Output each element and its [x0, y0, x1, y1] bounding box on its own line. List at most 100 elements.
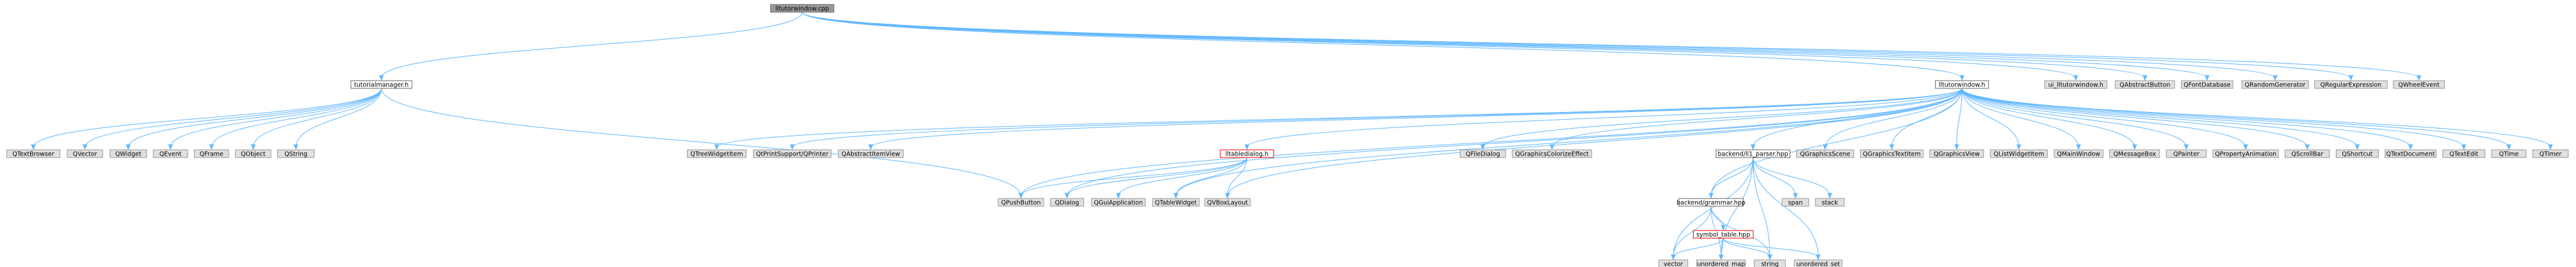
edge-ll1-parser-hpp-to-grammar-hpp	[1708, 157, 1754, 199]
node-qfontdatabase: QFontDatabase	[2181, 80, 2233, 89]
node-label: QTimer	[2540, 151, 2562, 158]
edge-lltutorwindow-h-to-qpainter	[1961, 88, 2189, 150]
node-label: QTextEdit	[2449, 151, 2478, 158]
node-label: string	[1761, 261, 1778, 267]
node-ui-lltutorwindow-h: ui_lltutorwindow.h	[2044, 80, 2107, 89]
node-qevent: QEvent	[152, 149, 188, 158]
node-label: QMainWindow	[2057, 151, 2100, 158]
node-label: ui_lltutorwindow.h	[2048, 82, 2103, 89]
node-grammar-hpp[interactable]: backend/grammar.hpp	[1676, 198, 1746, 207]
edge-symbol-table-hpp-to-vector	[1671, 238, 1724, 261]
edge-lltutorwindow-h-to-qdialog	[1064, 88, 1963, 199]
edge-lltutorwindow-h-to-qgraphicsscene	[1822, 88, 1963, 150]
node-qdialog: QDialog	[1049, 198, 1084, 207]
node-label: QTextDocument	[2386, 151, 2435, 158]
node-qwidget: QWidget	[109, 149, 147, 158]
node-label: QTableWidget	[1155, 200, 1197, 207]
nodes-layer: lltutorwindow.cpp tutorialmanager.h lltuto…	[6, 4, 2569, 267]
edge-symbol-table-hpp-to-unordered-map	[1719, 238, 1724, 261]
node-label: QMessageBox	[2113, 151, 2156, 158]
edge-ll1-parser-hpp-to-span	[1753, 157, 1798, 199]
node-label: QString	[284, 151, 307, 158]
edge-lltutorwindow-h-to-lltabledialog-h	[1244, 88, 1963, 150]
node-qstring: QString	[277, 149, 315, 158]
node-label: vector	[1664, 261, 1683, 267]
node-qtimer: QTimer	[2532, 149, 2569, 158]
edge-lltutorwindow-cpp-to-tutorialmanager-h	[378, 12, 803, 81]
node-label: QPushButton	[1001, 200, 1041, 207]
node-qtprintsupport-qprinter: QtPrintSupport/QPrinter	[753, 149, 832, 158]
node-label: QGraphicsTextItem	[1863, 151, 1920, 158]
node-lltutorwindow-h[interactable]: lltutorwindow.h	[1934, 80, 1989, 89]
node-label: tutorialmanager.h	[354, 82, 409, 89]
edge-lltutorwindow-h-to-qgraphicstextitem	[1889, 88, 1963, 150]
node-label: QVector	[73, 151, 97, 158]
node-label: QFrame	[200, 151, 223, 158]
node-lltabledialog-h[interactable]: lltabledialog.h	[1220, 149, 1274, 158]
node-label: unordered_map	[1697, 261, 1745, 267]
node-ll1-parser-hpp[interactable]: backend/ll1_parser.hpp	[1715, 149, 1790, 158]
edge-tutorialmanager-h-to-qstring	[293, 88, 382, 150]
node-label: QObject	[241, 151, 266, 158]
edge-lltutorwindow-h-to-qshortcut	[1961, 88, 2360, 150]
edge-lltutorwindow-cpp-to-qabstractbutton	[802, 12, 2148, 81]
edge-lltutorwindow-h-to-qgraphicsview	[1954, 88, 1963, 150]
edge-lltabledialog-h-to-qtablewidget	[1173, 157, 1247, 199]
edge-lltutorwindow-h-to-qtprintsupport-qprinter	[790, 88, 1963, 150]
node-qmainwindow: QMainWindow	[2054, 149, 2103, 158]
edge-lltutorwindow-h-to-qvboxlayout	[1225, 88, 1963, 199]
node-symbol-table-hpp[interactable]: symbol_table.hpp	[1692, 230, 1754, 239]
node-qpainter: QPainter	[2166, 149, 2207, 158]
node-label: QGuiApplication	[1094, 200, 1143, 207]
node-qpushbutton: QPushButton	[998, 198, 1044, 207]
edges-layer	[31, 12, 2553, 261]
edge-lltabledialog-h-to-qpushbutton	[1018, 157, 1247, 199]
node-qmessagebox: QMessageBox	[2109, 149, 2160, 158]
node-qgraphicsview: QGraphicsView	[1929, 149, 1984, 158]
node-qabstractbutton: QAbstractButton	[2114, 80, 2175, 89]
edge-lltutorwindow-cpp-to-qfontdatabase	[802, 12, 2210, 81]
node-label: lltutorwindow.cpp	[775, 6, 829, 13]
node-label: QGraphicsColorizeEffect	[1515, 151, 1589, 158]
edge-lltutorwindow-h-to-qpushbutton	[1018, 88, 1963, 199]
edge-lltutorwindow-cpp-to-qrandomgenerator	[802, 12, 2278, 81]
node-label: QScrollBar	[2291, 151, 2323, 158]
node-qfiledialog: QFileDialog	[1459, 149, 1506, 158]
node-qtime: QTime	[2491, 149, 2527, 158]
node-label: QPropertyAnimation	[2215, 151, 2276, 158]
node-label: QGraphicsScene	[1800, 151, 1851, 158]
edge-ll1-parser-hpp-to-stack	[1753, 157, 1833, 199]
edge-lltutorwindow-h-to-ll1-parser-hpp	[1750, 88, 1963, 150]
node-label: QShortcut	[2342, 151, 2372, 158]
node-qrandomgenerator: QRandomGenerator	[2241, 80, 2309, 89]
node-qframe: QFrame	[193, 149, 229, 158]
edge-lltutorwindow-h-to-qgraphicscolorizeeffect	[1550, 88, 1963, 150]
edge-lltabledialog-h-to-qdialog	[1064, 157, 1247, 199]
node-label: QRandomGenerator	[2245, 82, 2306, 89]
edge-lltutorwindow-h-to-qpropertyanimation	[1961, 88, 2248, 150]
node-label: QEvent	[159, 151, 182, 158]
node-label: QTime	[2499, 151, 2519, 158]
node-qgraphicstextitem: QGraphicsTextItem	[1859, 149, 1924, 158]
node-label: QFontDatabase	[2183, 82, 2231, 89]
edge-lltutorwindow-h-to-qabstractitemview	[868, 88, 1963, 150]
edge-lltutorwindow-cpp-to-lltutorwindow-h	[802, 12, 1964, 81]
edge-tutorialmanager-h-to-qtextbrowser	[31, 88, 382, 150]
edge-symbol-table-hpp-to-unordered-set	[1722, 238, 1821, 261]
node-qabstractitemview: QAbstractItemView	[838, 149, 904, 158]
edge-tutorialmanager-h-to-qwidget	[126, 88, 382, 150]
edge-grammar-hpp-to-symbol-table-hpp	[1710, 206, 1726, 231]
node-tutorialmanager-h[interactable]: tutorialmanager.h	[350, 80, 412, 89]
edge-lltutorwindow-h-to-grammar-hpp	[1708, 88, 1963, 199]
node-qscrollbar: QScrollBar	[2285, 149, 2330, 158]
node-qtreewidgetitem: QTreeWidgetItem	[686, 149, 747, 158]
node-unordered-set: unordered_set	[1794, 259, 1843, 267]
edge-lltutorwindow-h-to-qscrollbar	[1961, 88, 2310, 150]
node-lltutorwindow-cpp[interactable]: lltutorwindow.cpp	[770, 4, 834, 13]
edge-lltutorwindow-cpp-to-ui-lltutorwindow-h	[802, 12, 2078, 81]
node-qvector: QVector	[67, 149, 103, 158]
node-label: QAbstractButton	[2119, 82, 2170, 89]
edge-lltutorwindow-h-to-qfiledialog	[1480, 88, 1963, 150]
edge-tutorialmanager-h-to-qframe	[209, 88, 382, 150]
